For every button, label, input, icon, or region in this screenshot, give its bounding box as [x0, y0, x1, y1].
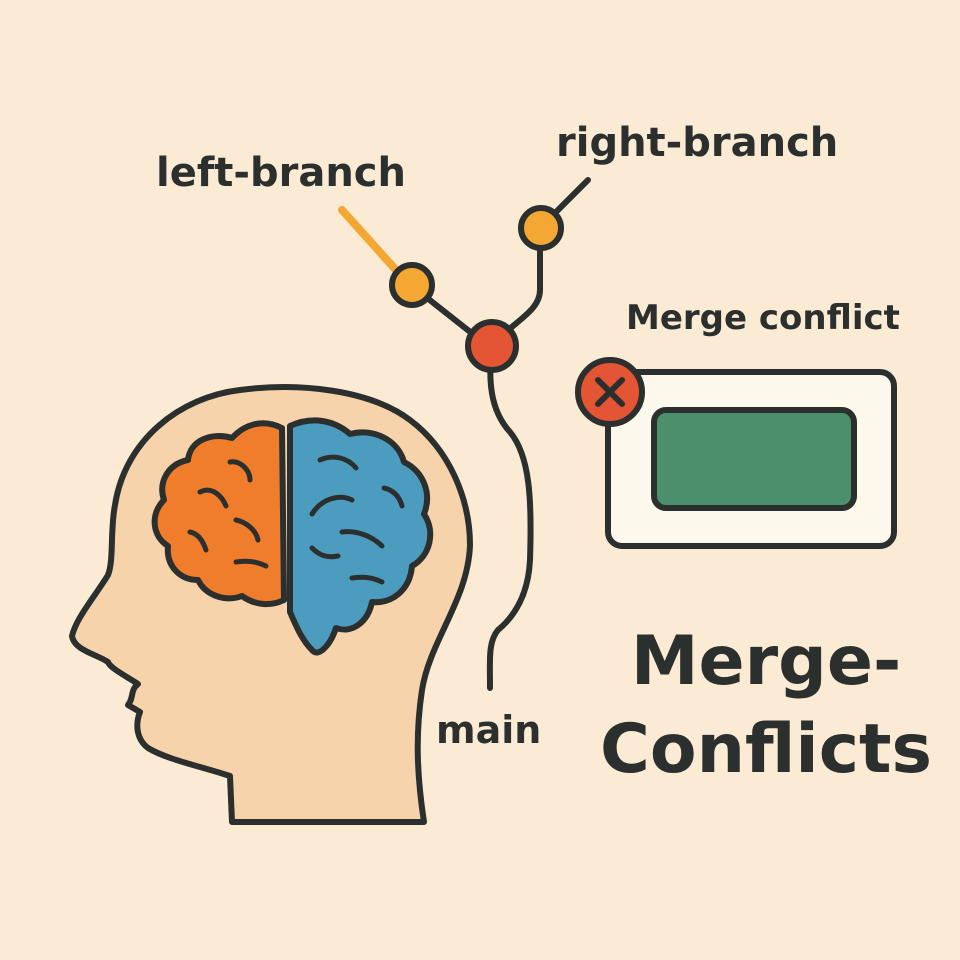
main-branch-label: main — [436, 708, 542, 752]
brain-left-hemisphere — [151, 420, 287, 608]
close-x-icon — [575, 357, 645, 427]
left-branch-line — [338, 206, 409, 284]
conflict-block — [651, 407, 857, 511]
merge-conflict-label: Merge conflict — [626, 298, 900, 338]
title-line-2: Conflicts — [599, 710, 933, 789]
right-branch-label: right-branch — [556, 120, 839, 166]
page-title: Merge- Conflicts — [596, 618, 936, 794]
left-branch-label: left-branch — [156, 150, 406, 196]
main-branch-line — [486, 343, 534, 691]
title-line-1: Merge- — [630, 622, 902, 701]
merge-commit — [465, 319, 519, 373]
brain-folds — [187, 454, 405, 585]
left-branch-commit — [389, 262, 435, 308]
right-branch-commit — [518, 205, 564, 251]
brain-right-hemisphere — [287, 417, 434, 656]
